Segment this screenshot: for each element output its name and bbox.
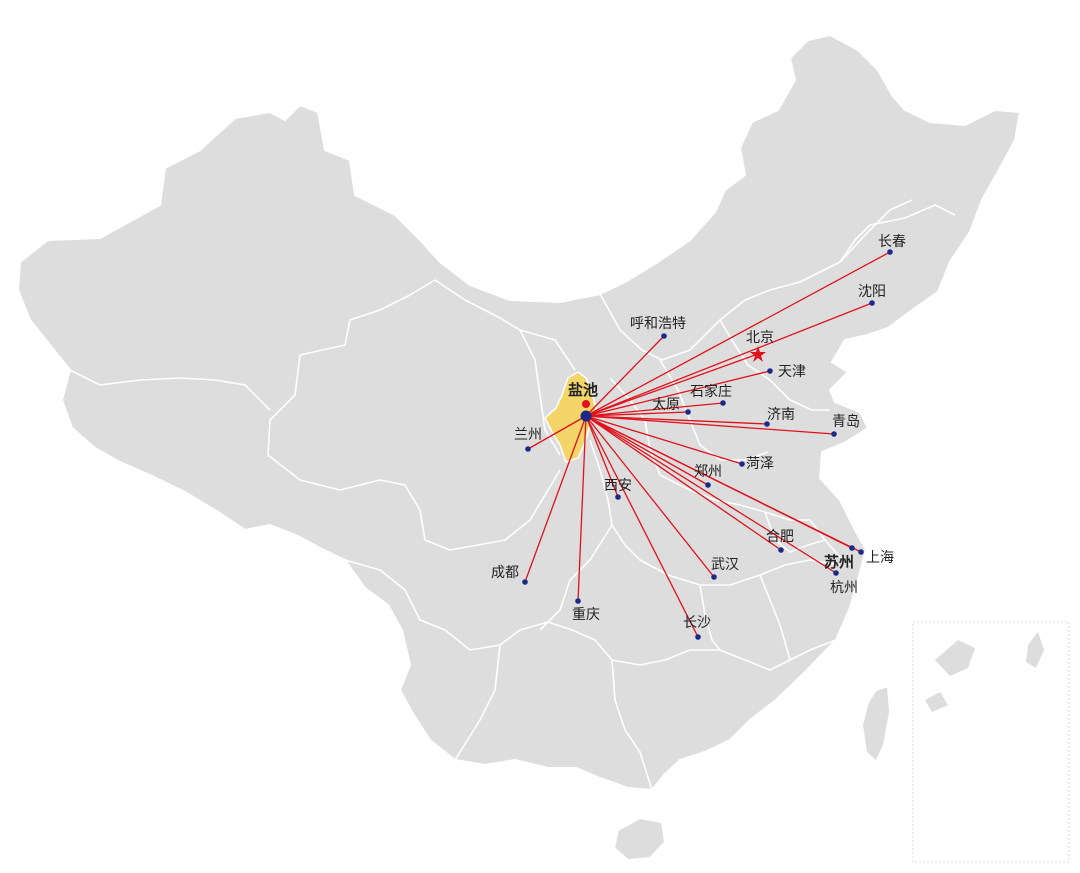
city-label: 兰州: [514, 427, 542, 443]
city-dot: [695, 634, 701, 640]
route-line-capital: [585, 353, 759, 417]
route-line: [585, 335, 665, 417]
route-line: [585, 402, 724, 417]
city-dot: [525, 446, 531, 452]
route-line: [585, 370, 771, 417]
city-dot: [739, 461, 745, 467]
city-dot: [833, 570, 839, 576]
city-dot: [849, 545, 855, 551]
city-dot: [711, 574, 717, 580]
city-label: 重庆: [572, 607, 600, 623]
city-dot: [831, 431, 837, 437]
route-line: [585, 411, 689, 417]
city-label: 太原: [652, 397, 680, 413]
route-line: [585, 415, 709, 486]
origin-dot: [580, 410, 592, 422]
city-label: 合肥: [766, 529, 794, 545]
south-china-sea-inset: [912, 621, 1070, 863]
capital-label: 北京: [746, 330, 774, 346]
city-label: 长春: [878, 234, 906, 250]
city-dot: [705, 482, 711, 488]
city-label: 青岛: [832, 414, 860, 430]
city-dot: [869, 300, 875, 306]
ningxia-region: [544, 371, 597, 463]
capital-star-icon: [750, 346, 766, 362]
route-line: [585, 415, 715, 578]
route-line: [585, 251, 891, 417]
route-line: [585, 302, 873, 417]
route-line: [585, 415, 837, 574]
city-label: 郑州: [694, 464, 722, 480]
city-label: 菏泽: [746, 456, 774, 472]
city-dot: [615, 494, 621, 500]
city-label: 杭州: [830, 580, 858, 596]
route-line: [524, 415, 587, 583]
origin-marker: [582, 400, 590, 408]
route-lines: [524, 251, 891, 638]
city-dot: [575, 598, 581, 604]
route-line: [585, 415, 743, 465]
hainan-island: [612, 816, 667, 862]
route-line: [585, 415, 782, 551]
city-dot: [764, 421, 770, 427]
city-dot: [685, 409, 691, 415]
city-label: 成都: [491, 565, 519, 581]
city-label: 长沙: [683, 615, 711, 631]
city-dot: [858, 549, 864, 555]
city-markers: 呼和浩特 长春沈阳天津石家庄太原济南 青岛菏泽郑州西安 兰州成都重庆 武汉长沙 合肥苏州上…: [491, 234, 906, 640]
city-dot: [720, 400, 726, 406]
taiwan-island: [860, 684, 892, 764]
route-line: [585, 415, 862, 553]
city-label: 苏州: [824, 553, 854, 571]
city-label: 石家庄: [690, 383, 732, 400]
city-dot: [522, 579, 528, 585]
china-mainland: [16, 33, 1022, 792]
route-line: [577, 415, 587, 602]
city-label: 天津: [778, 364, 806, 380]
city-label: 呼和浩特: [630, 316, 686, 332]
city-dot: [887, 249, 893, 255]
origin-label: 盐池: [568, 381, 598, 399]
city-label: 武汉: [711, 557, 739, 573]
city-dot: [661, 333, 667, 339]
city-label: 上海: [866, 550, 894, 566]
route-line: [527, 415, 587, 450]
city-label: 济南: [767, 407, 795, 423]
city-dot: [778, 547, 784, 553]
city-label: 西安: [604, 478, 632, 494]
city-label: 沈阳: [858, 284, 886, 300]
route-line: [585, 415, 619, 498]
city-dot: [767, 368, 773, 374]
route-line: [585, 415, 768, 425]
route-line: [585, 415, 699, 638]
route-line: [585, 415, 835, 435]
province-boundaries: [69, 199, 956, 791]
